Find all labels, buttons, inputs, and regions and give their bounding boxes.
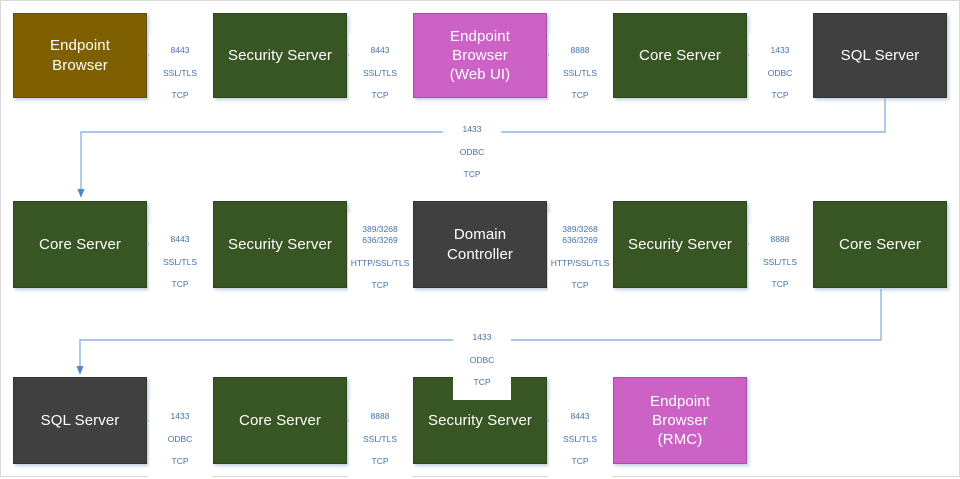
edge-protocol: ODBC: [459, 146, 485, 157]
node-label: Security Server: [427, 411, 533, 429]
node-core-server[interactable]: Core Server: [613, 13, 747, 98]
edge-port: 1433: [472, 332, 492, 343]
node-endpoint-browser[interactable]: Endpoint Browser: [13, 13, 147, 98]
edge-protocol: SSL/TLS: [762, 256, 798, 267]
edge-transport: TCP: [171, 279, 189, 290]
edge-label-r2-c2: 389/3268 636/3269 HTTP/SSL/TLS TCP: [348, 213, 412, 303]
edge-label-r1-c3: 8888 SSL/TLS TCP: [549, 34, 611, 113]
node-security-server-2[interactable]: Security Server: [213, 201, 347, 288]
edge-protocol: SSL/TLS: [362, 67, 398, 78]
edge-port: 8443: [170, 234, 190, 245]
edge-port: 8443: [170, 45, 190, 56]
node-core-server-2[interactable]: Core Server: [13, 201, 147, 288]
node-label: Domain Controller: [446, 226, 514, 263]
node-core-server-3[interactable]: Core Server: [813, 201, 947, 288]
node-label: Core Server: [239, 411, 321, 429]
node-label: SQL Server: [840, 46, 920, 64]
edge-port: 8888: [370, 411, 390, 422]
node-security-server-3[interactable]: Security Server: [613, 201, 747, 288]
edge-transport: TCP: [771, 279, 789, 290]
edge-port: 8888: [570, 45, 590, 56]
edge-protocol: SSL/TLS: [162, 256, 198, 267]
edge-transport: TCP: [571, 456, 589, 467]
edge-transport: TCP: [371, 90, 389, 101]
node-label: Core Server: [839, 235, 921, 253]
edge-label-r2-c3: 389/3268 636/3269 HTTP/SSL/TLS TCP: [548, 213, 612, 303]
node-endpoint-browser-rmc[interactable]: Endpoint Browser (RMC): [613, 377, 747, 464]
node-core-server-4[interactable]: Core Server: [213, 377, 347, 464]
node-label: SQL Server: [40, 411, 120, 429]
edge-port: 1433: [170, 411, 190, 422]
edge-label-r1-c4: 1433 ODBC TCP: [749, 34, 811, 113]
edge-label-r2-c4: 8888 SSL/TLS TCP: [749, 223, 811, 302]
edge-label-r3-c1: 1433 ODBC TCP: [149, 400, 211, 479]
node-sql-server-2[interactable]: SQL Server: [13, 377, 147, 464]
edge-transport: TCP: [171, 456, 189, 467]
node-label: Core Server: [639, 46, 721, 64]
node-security-server[interactable]: Security Server: [213, 13, 347, 98]
edge-label-wrap-1: 1433 ODBC TCP: [443, 113, 501, 192]
edge-port: 8443: [370, 45, 390, 56]
node-security-server-4[interactable]: Security Server: [413, 377, 547, 464]
edge-label-r1-c1: 8443 SSL/TLS TCP: [149, 34, 211, 113]
edge-protocol: ODBC: [469, 354, 495, 365]
edge-label-r3-c3: 8443 SSL/TLS TCP: [549, 400, 611, 479]
node-label: Security Server: [627, 235, 733, 253]
node-domain-controller[interactable]: Domain Controller: [413, 201, 547, 288]
edge-port: 1433: [770, 45, 790, 56]
edge-protocol: SSL/TLS: [562, 67, 598, 78]
edge-label-r3-c2: 8888 SSL/TLS TCP: [349, 400, 411, 479]
edge-label-r2-c1: 8443 SSL/TLS TCP: [149, 223, 211, 302]
node-sql-server[interactable]: SQL Server: [813, 13, 947, 98]
node-label: Endpoint Browser (Web UI): [449, 27, 511, 84]
edge-protocol: SSL/TLS: [162, 67, 198, 78]
edge-protocol: HTTP/SSL/TLS: [550, 257, 610, 268]
edge-port: 389/3268 636/3269: [362, 224, 398, 246]
edge-protocol: SSL/TLS: [562, 433, 598, 444]
edge-protocol: SSL/TLS: [362, 433, 398, 444]
edge-transport: TCP: [371, 280, 389, 291]
node-label: Core Server: [39, 235, 121, 253]
node-endpoint-browser-web-ui[interactable]: Endpoint Browser (Web UI): [413, 13, 547, 98]
edge-port: 389/3268 636/3269: [562, 224, 598, 246]
edge-transport: TCP: [571, 280, 589, 291]
edge-transport: TCP: [771, 90, 789, 101]
edge-port: 8443: [570, 411, 590, 422]
edge-port: 8888: [770, 234, 790, 245]
edge-protocol: HTTP/SSL/TLS: [350, 257, 410, 268]
edge-transport: TCP: [171, 90, 189, 101]
node-label: Security Server: [227, 46, 333, 64]
edge-transport: TCP: [463, 169, 481, 180]
edge-protocol: ODBC: [767, 67, 793, 78]
edge-port: 1433: [462, 124, 482, 135]
edge-transport: TCP: [571, 90, 589, 101]
node-label: Endpoint Browser (RMC): [649, 392, 711, 449]
node-label: Endpoint Browser: [49, 37, 111, 74]
edge-label-r1-c2: 8443 SSL/TLS TCP: [349, 34, 411, 113]
node-label: Security Server: [227, 235, 333, 253]
edge-transport: TCP: [371, 456, 389, 467]
edge-protocol: ODBC: [167, 433, 193, 444]
